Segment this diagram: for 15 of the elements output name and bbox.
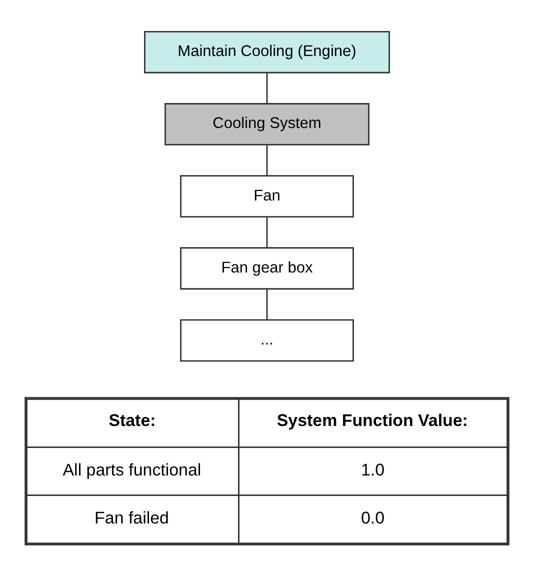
- connector: [266, 145, 268, 176]
- connector: [266, 73, 268, 104]
- label: State:: [108, 411, 156, 430]
- label: All parts functional: [62, 460, 202, 480]
- node-box: Cooling System: [164, 103, 370, 146]
- node-box: ...: [180, 319, 354, 362]
- node-box: Fan: [180, 175, 354, 218]
- label: System Function Value:: [276, 411, 468, 430]
- label: 0.0: [360, 508, 385, 528]
- label: Fan failed: [94, 508, 169, 528]
- connector: [266, 289, 268, 320]
- label: 1.0: [360, 460, 385, 480]
- connector: [266, 217, 268, 248]
- node-box: Fan gear box: [180, 247, 354, 290]
- node-box: Maintain Cooling (Engine): [144, 30, 390, 74]
